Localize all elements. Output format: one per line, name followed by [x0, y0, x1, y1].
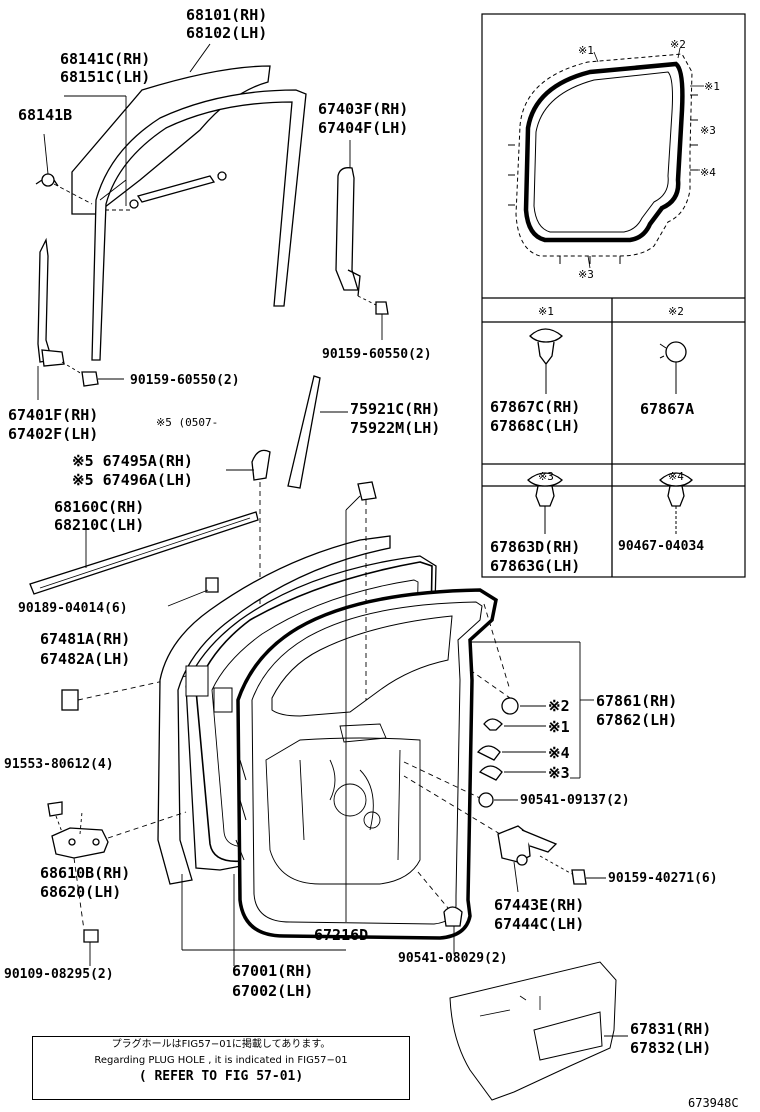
- inset-mark-3-bottom: ※3: [578, 268, 594, 281]
- label-67861: 67861(RH): [596, 692, 678, 710]
- front-channel: [37, 237, 124, 400]
- label-67496a: ※5 67496A(LH): [72, 471, 193, 489]
- clip-67867c-icon: [529, 328, 563, 394]
- door-assembly: [157, 535, 498, 940]
- label-67495a: ※5 67495A(RH): [72, 452, 193, 470]
- reference-note-box: プラグホールはFIG57−01に掲載してあります。 Regarding PLUG…: [32, 1036, 410, 1100]
- label-plug-09137: 90541-09137(2): [520, 793, 630, 808]
- door-check: [403, 775, 606, 893]
- label-67481a: 67481A(RH): [40, 630, 131, 648]
- label-bolt-40271: 90159-40271(6): [608, 871, 718, 886]
- pillar-garnish: [287, 375, 348, 489]
- label-68160c: 68160C(RH): [54, 498, 145, 516]
- weatherstrip-clips: [469, 603, 594, 781]
- mark-1-clip: ※1: [548, 718, 570, 736]
- label-bolt-60550-b: 90159-60550(2): [130, 373, 240, 388]
- label-68620: 68620(LH): [40, 883, 122, 901]
- hinge: [47, 801, 187, 966]
- clip-67863d-icon: [527, 472, 563, 534]
- outer-weatherstrip: [29, 511, 259, 595]
- clip-68141b: [35, 133, 93, 205]
- note-line-ref: ( REFER TO FIG 57-01): [138, 1069, 304, 1084]
- inset-mark-1-right: ※1: [704, 80, 720, 93]
- label-note5: ※5 (0507-: [156, 416, 219, 429]
- clip-90189: [167, 577, 219, 607]
- label-bolt-80612: 91553-80612(4): [4, 757, 114, 772]
- label-67002: 67002(LH): [232, 982, 314, 1000]
- bracket-67216d: [345, 481, 377, 922]
- label-67867c: 67867C(RH): [490, 398, 581, 416]
- clip-67867a-icon: [659, 341, 687, 394]
- plug-09137: [403, 761, 518, 808]
- label-67401f: 67401F(RH): [8, 406, 99, 424]
- label-67867a: 67867A: [640, 400, 695, 418]
- label-68102: 68102(LH): [186, 24, 268, 42]
- label-90467: 90467-04034: [618, 539, 705, 554]
- label-67863g: 67863G(LH): [490, 557, 581, 575]
- label-68141c: 68141C(RH): [60, 50, 151, 68]
- plug-08029: [417, 871, 463, 954]
- inset-table-head-3: ※3: [538, 470, 554, 483]
- label-67403f: 67403F(RH): [318, 100, 409, 118]
- label-plug-08029: 90541-08029(2): [398, 951, 508, 966]
- inset-box: [481, 13, 746, 578]
- service-hole-cover: [449, 961, 628, 1101]
- label-bolt-08295: 90109-08295(2): [4, 967, 114, 982]
- label-68141b: 68141B: [18, 106, 73, 124]
- label-67216d: 67216D: [314, 926, 369, 944]
- inset-mark-1-top: ※1: [578, 44, 594, 57]
- label-68210c: 68210C(LH): [54, 516, 145, 534]
- label-68610b: 68610B(RH): [40, 864, 131, 882]
- note-line-jp: プラグホールはFIG57−01に掲載してあります。: [111, 1039, 331, 1050]
- label-67863d: 67863D(RH): [490, 538, 581, 556]
- label-67443e: 67443E(RH): [494, 896, 585, 914]
- label-67832: 67832(LH): [630, 1039, 712, 1057]
- rear-channel: [335, 140, 389, 340]
- note-line-en: Regarding PLUG HOLE , it is indicated in…: [94, 1055, 348, 1066]
- inset-mark-2: ※2: [670, 38, 686, 51]
- label-67444c: 67444C(LH): [494, 915, 585, 933]
- label-75921c: 75921C(RH): [350, 400, 441, 418]
- label-75922m: 75922M(LH): [350, 419, 441, 437]
- inset-table-head-4: ※4: [668, 470, 684, 483]
- inset-mark-3-right: ※3: [700, 124, 716, 137]
- label-68151c: 68151C(LH): [60, 68, 151, 86]
- label-67402f: 67402F(LH): [8, 425, 99, 443]
- inset-mark-4: ※4: [700, 166, 716, 179]
- mark-4-clip: ※4: [548, 744, 570, 762]
- glass-run: [64, 89, 307, 361]
- label-67404f: 67404F(LH): [318, 119, 409, 137]
- label-67862: 67862(LH): [596, 711, 678, 729]
- inset-table-head-2: ※2: [668, 305, 684, 318]
- label-67868c: 67868C(LH): [490, 417, 581, 435]
- label-67831: 67831(RH): [630, 1020, 712, 1038]
- label-67001: 67001(RH): [232, 962, 314, 980]
- label-68101: 68101(RH): [186, 6, 268, 24]
- clip-90467-icon: [659, 472, 693, 534]
- inset-table-head-1: ※1: [538, 305, 554, 318]
- label-bolt-60550-a: 90159-60550(2): [322, 347, 432, 362]
- label-67482a: 67482A(LH): [40, 650, 131, 668]
- weatherstrip-inset-outline: [523, 61, 685, 243]
- mark-2-clip: ※2: [548, 697, 570, 715]
- diagram-code: 673948C: [688, 1096, 739, 1110]
- mark-3-clip: ※3: [548, 764, 570, 782]
- label-clip-04014: 90189-04014(6): [18, 601, 128, 616]
